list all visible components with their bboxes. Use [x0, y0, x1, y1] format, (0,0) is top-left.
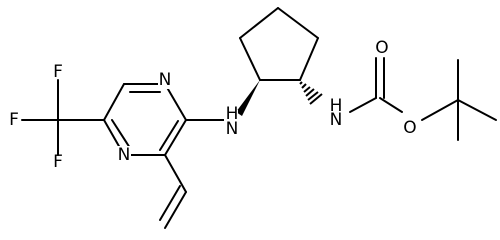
- bond-c2-c3: [164, 119, 187, 156]
- bond-vinyl-double-inner: [159, 185, 181, 221]
- atom-label-nh-carbamate-h: H: [330, 96, 343, 116]
- bond-c2-c3-inner: [159, 120, 179, 151]
- atom-label-o-ester: O: [403, 118, 416, 138]
- bond-c3-c2: [299, 37, 319, 81]
- atom-label-nh-amine-n: N: [226, 119, 239, 139]
- bond-ctert-ch3b: [457, 99, 497, 121]
- atom-label-f-top: F: [53, 62, 63, 82]
- cf3-bonds: [21, 79, 105, 156]
- bond-ring-vinyl: [164, 154, 187, 193]
- cyclopentane-ring: [185, 7, 319, 121]
- pyrazine-ring: [103, 83, 187, 156]
- bond-c5-c6: [103, 83, 125, 121]
- bond-c1-c5: [239, 37, 261, 81]
- bond-c4-c3: [277, 7, 319, 39]
- bond-oester-ctert: [421, 99, 459, 121]
- vinyl-group: [159, 154, 187, 229]
- bond-carbonyl-oester: [379, 97, 403, 113]
- atom-label-nh-carbamate-n: N: [330, 110, 343, 130]
- atom-label-n-pyrazine-bottom: N: [118, 145, 131, 165]
- atom-label-o-carbonyl: O: [375, 38, 388, 58]
- bond-nh-carbonyl: [349, 97, 377, 113]
- bond-n1-c2: [164, 83, 187, 121]
- wedge-bond-c1-nh: [236, 80, 260, 116]
- bond-n4-c5-inner: [111, 119, 131, 149]
- atom-label-n-pyrazine-top: N: [159, 70, 172, 90]
- hash-bond-c2-nh: [299, 81, 323, 105]
- carbamate-group: [349, 57, 497, 141]
- atom-label-f-left: F: [9, 110, 19, 130]
- atom-label-f-bottom: F: [53, 152, 63, 172]
- bond-vinyl-double: [164, 191, 187, 229]
- atom-label-nh-amine-h: H: [226, 104, 239, 124]
- atom-labels: F F F N N N H N H O O: [9, 38, 417, 172]
- bond-c5-c4: [239, 7, 279, 39]
